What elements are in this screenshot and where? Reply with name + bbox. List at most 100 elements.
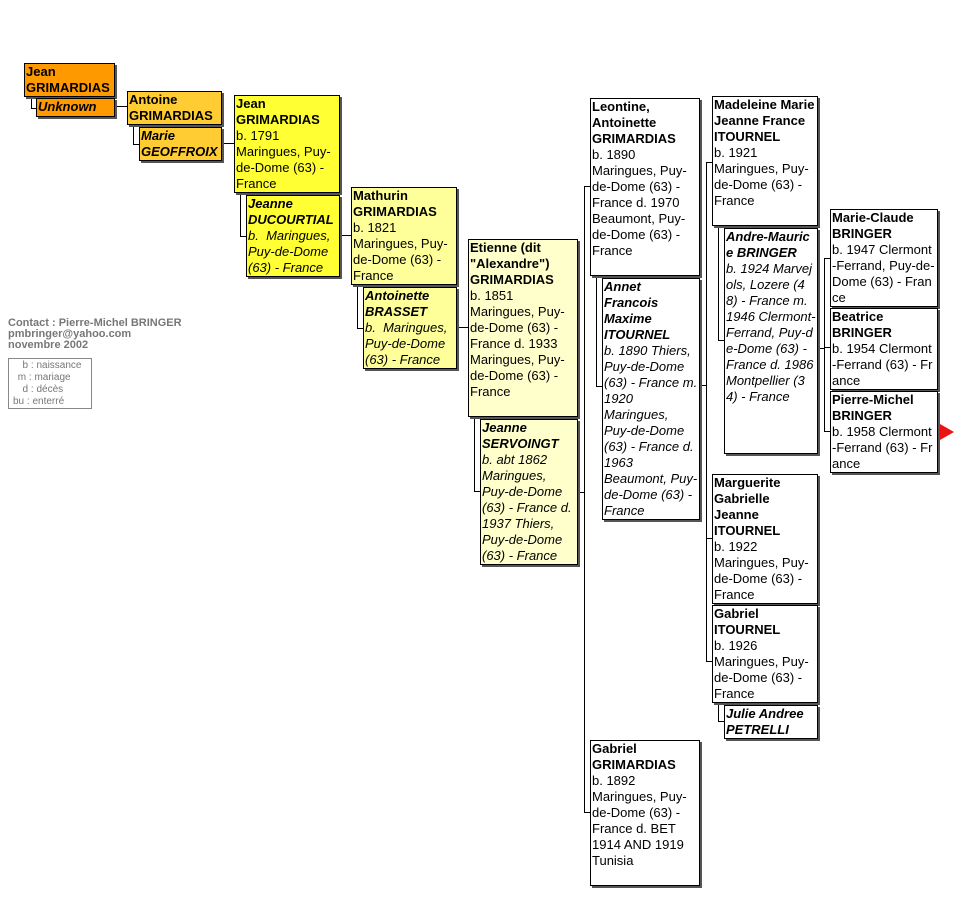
person-name: Gabriel GRIMARDIAS [592,741,676,772]
person-info: b. 1958 Clermont-Ferrand (63) - France [832,424,933,471]
person-name: Antoinette BRASSET [365,288,430,319]
connector [818,348,825,349]
legend-item: bu : enterré [13,396,65,407]
person-box-jean-grimardias-gen3[interactable]: Jean GRIMARDIAS b. 1791 Maringues, Puy-d… [234,95,340,193]
person-info: b. 1924 Marvejols, Lozere (48) - France … [726,261,818,404]
person-name: Julie Andree PETRELLI [726,706,804,737]
connector [240,193,241,237]
connector [824,258,825,432]
person-name: Marguerite Gabrielle Jeanne ITOURNEL [714,475,781,538]
connector [457,327,469,328]
connector [584,186,585,813]
connector [133,144,139,145]
connector [474,491,481,492]
connector [222,143,234,144]
person-name: Leontine, Antoinette GRIMARDIAS [592,99,676,146]
person-name: Beatrice BRINGER [832,309,892,340]
connector [700,385,707,386]
legend-item: b : naissance [17,360,82,371]
person-box-leontine-grimardias[interactable]: Leontine, Antoinette GRIMARDIAS b. 1890 … [590,98,700,276]
connector [340,235,352,236]
connector [706,538,713,539]
legend-item: d : décès [17,384,64,395]
person-name: Jean GRIMARDIAS [26,64,110,95]
connector [718,340,725,341]
connector [133,124,134,145]
person-name: Etienne (dit "Alexandre") GRIMARDIAS [470,240,554,287]
spouse-box-andre-maurice-bringer[interactable]: Andre-Maurice BRINGER b. 1924 Marvejols,… [724,228,818,454]
connector [824,347,831,348]
person-name: Mathurin GRIMARDIAS [353,188,437,219]
person-box-beatrice-bringer[interactable]: Beatrice BRINGER b. 1954 Clermont-Ferran… [830,308,938,390]
contact-name: Contact : Pierre-Michel BRINGER [8,317,182,329]
contact-info: Contact : Pierre-Michel BRINGER pmbringe… [8,318,182,351]
person-info: b. 1892 Maringues, Puy-de-Dome (63) - Fr… [592,773,688,868]
spouse-box-annet-itournel[interactable]: Annet Francois Maxime ITOURNEL b. 1890 T… [602,278,700,520]
more-descendants-arrow-icon[interactable] [940,424,954,440]
connector [706,162,707,662]
person-name: Antoine GRIMARDIAS [129,92,213,123]
person-box-jean-grimardias-gen1[interactable]: Jean GRIMARDIAS [24,63,115,97]
connector [824,258,831,259]
person-box-marguerite-itournel[interactable]: Marguerite Gabrielle Jeanne ITOURNEL b. … [712,474,818,604]
person-box-etienne-grimardias[interactable]: Etienne (dit "Alexandre") GRIMARDIAS b. … [468,239,578,417]
abbreviation-legend: b : naissance m : mariage d : décès bu :… [8,358,92,409]
connector [474,417,475,492]
person-box-pierre-michel-bringer[interactable]: Pierre-Michel BRINGER b. 1958 Clermont-F… [830,391,938,473]
person-box-marie-claude-bringer[interactable]: Marie-Claude BRINGER b. 1947 Clermont-Fe… [830,209,938,307]
connector [706,162,713,163]
connector [584,186,591,187]
person-info: b. 1791 Maringues, Puy-de-Dome (63) - Fr… [236,128,331,191]
person-info: b. abt 1862 Maringues, Puy-de-Dome (63) … [482,452,576,563]
connector [31,108,37,109]
connector [357,285,358,329]
person-name: Annet Francois Maxime ITOURNEL [604,279,671,342]
connector [240,236,247,237]
spouse-box-antoinette-brasset[interactable]: Antoinette BRASSET b. Maringues, Puy-de-… [363,287,457,369]
person-name: Andre-Maurice BRINGER [726,229,810,260]
connector [706,661,713,662]
spouse-box-marie-geoffroix[interactable]: Marie GEOFFROIX [139,127,222,161]
person-name: Madeleine Marie Jeanne France ITOURNEL [714,97,815,144]
connector [31,97,32,109]
connector [357,328,364,329]
person-info: b. 1921 Maringues, Puy-de-Dome (63) - Fr… [714,145,809,208]
spouse-box-jeanne-servoingt[interactable]: Jeanne SERVOINGT b. abt 1862 Maringues, … [480,419,578,565]
person-name: Gabriel ITOURNEL [714,606,781,637]
connector [824,431,831,432]
contact-email[interactable]: pmbringer@yahoo.com [8,328,132,340]
spouse-box-julie-petrelli[interactable]: Julie Andree PETRELLI [724,705,818,739]
person-box-madeleine-itournel[interactable]: Madeleine Marie Jeanne France ITOURNEL b… [712,96,818,226]
person-name: Marie GEOFFROIX [141,128,218,159]
person-info: b. 1890 Maringues, Puy-de-Dome (63) - Fr… [592,147,687,258]
connector [718,721,725,722]
person-box-gabriel-grimardias[interactable]: Gabriel GRIMARDIAS b. 1892 Maringues, Pu… [590,740,700,886]
spouse-box-jeanne-ducourtial[interactable]: Jeanne DUCOURTIAL b. Maringues, Puy-de-D… [246,195,340,277]
person-info: b. 1926 Maringues, Puy-de-Dome (63) - Fr… [714,638,809,701]
person-name: Pierre-Michel BRINGER [832,392,914,423]
connector [596,386,603,387]
person-info: b. 1947 Clermont-Ferrand, Puy-de-Dome (6… [832,242,935,305]
spouse-box-unknown[interactable]: Unknown [36,98,115,117]
person-info: b. 1954 Clermont-Ferrand (63) - France [832,341,933,388]
person-box-antoine-grimardias[interactable]: Antoine GRIMARDIAS [127,91,222,125]
connector [578,492,585,493]
person-info: b. Maringues, Puy-de-Dome (63) - France [248,228,334,275]
person-info: b. 1890 Thiers, Puy-de-Dome (63) - Franc… [604,343,698,518]
person-name: Jeanne DUCOURTIAL [248,196,334,227]
connector [718,226,719,341]
connector [718,704,719,722]
person-info: b. 1821 Maringues, Puy-de-Dome (63) - Fr… [353,220,448,283]
legend-item: m : mariage [15,372,71,383]
person-name: Jeanne SERVOINGT [482,420,559,451]
contact-date: novembre 2002 [8,339,89,351]
person-info: b. Maringues, Puy-de-Dome (63) - France [365,320,451,367]
person-info: b. 1922 Maringues, Puy-de-Dome (63) - Fr… [714,539,809,602]
connector [596,276,597,387]
person-name: Unknown [38,99,97,114]
person-box-mathurin-grimardias[interactable]: Mathurin GRIMARDIAS b. 1821 Maringues, P… [351,187,457,285]
connector [584,812,591,813]
person-name: Jean GRIMARDIAS [236,96,320,127]
person-info: b. 1851 Maringues, Puy-de-Dome (63) - Fr… [470,288,565,399]
person-box-gabriel-itournel[interactable]: Gabriel ITOURNEL b. 1926 Maringues, Puy-… [712,605,818,703]
